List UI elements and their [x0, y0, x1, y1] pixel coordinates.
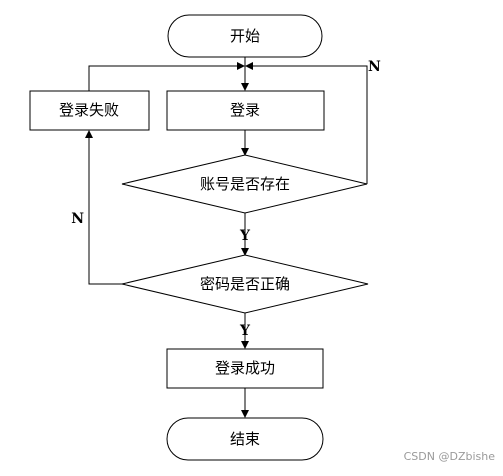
- account-yes-label: Y: [239, 228, 251, 244]
- edge-account-no: N: [245, 59, 381, 184]
- password-correct-label: 密码是否正确: [200, 275, 290, 293]
- edge-password-no: N: [71, 130, 122, 285]
- login-success-node: 登录成功: [166, 348, 324, 389]
- login-node-label: 登录: [230, 101, 260, 119]
- account-exists-label: 账号是否存在: [200, 175, 290, 193]
- account-exists-decision: 账号是否存在: [121, 154, 368, 214]
- account-no-label: N: [368, 59, 381, 75]
- edge-password-yes: Y: [239, 313, 251, 349]
- password-yes-label: Y: [239, 323, 251, 339]
- watermark: CSDN @DZbishe: [403, 450, 495, 463]
- edge-account-yes: Y: [239, 213, 251, 256]
- password-correct-decision: 密码是否正确: [121, 254, 369, 314]
- end-node-label: 结束: [230, 430, 260, 448]
- edge-login-failed-to-login: [88, 62, 245, 91]
- end-node: 结束: [166, 417, 324, 461]
- login-failed-node-label: 登录失败: [59, 101, 119, 119]
- login-node: 登录: [166, 90, 325, 131]
- login-success-node-label: 登录成功: [215, 359, 275, 377]
- start-node-label: 开始: [230, 27, 260, 45]
- login-failed-node: 登录失败: [29, 90, 150, 131]
- password-no-label: N: [71, 211, 84, 227]
- start-node: 开始: [167, 14, 323, 58]
